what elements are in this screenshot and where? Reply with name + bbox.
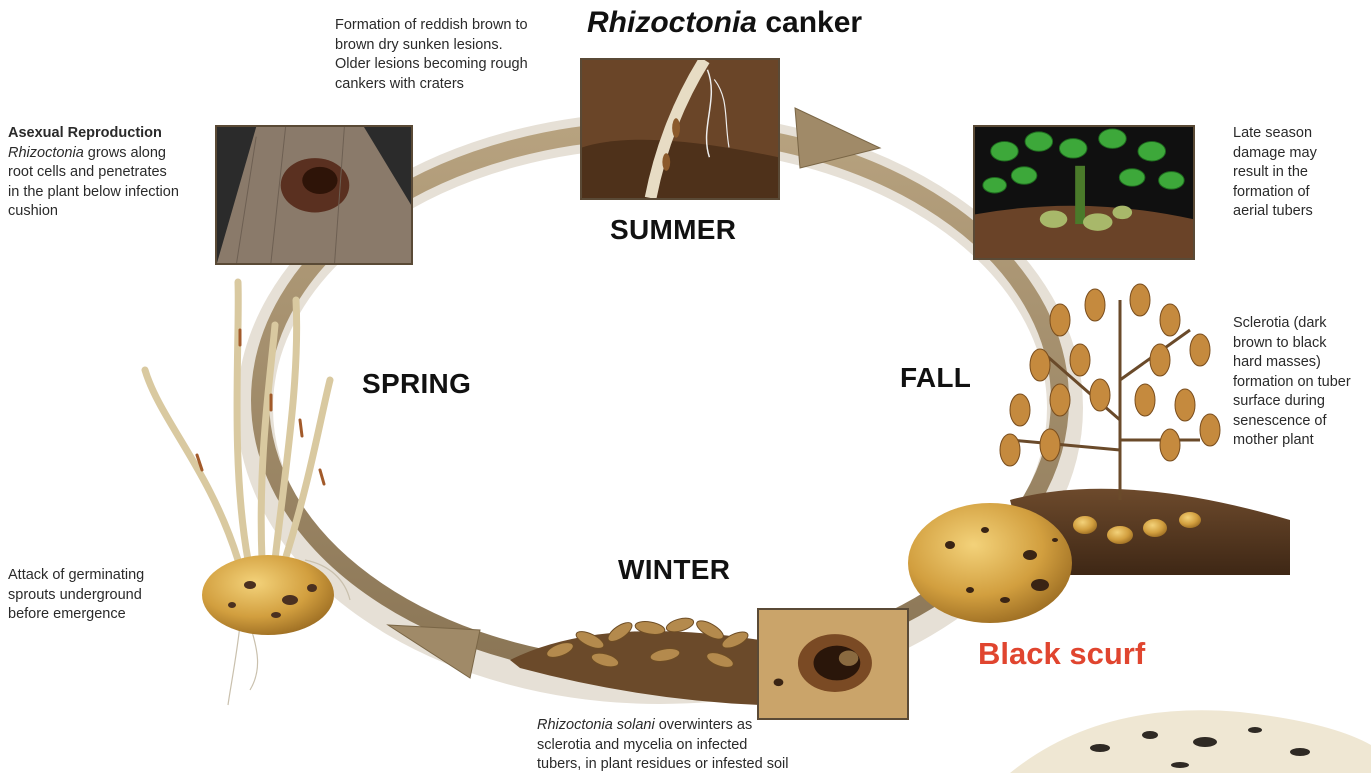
asexual-note-line: cushion: [8, 202, 179, 222]
late-season-note-line: formation of: [1233, 183, 1317, 203]
winter-note: Rhizoctonia solani overwinters as sclero…: [537, 716, 788, 775]
title-genus: Rhizoctonia: [587, 6, 757, 39]
late-season-note-line: result in the: [1233, 163, 1317, 183]
title-rest: canker: [757, 6, 862, 39]
spring-note-line: Attack of germinating: [8, 566, 144, 586]
black-scurf-closeup-photo: [757, 608, 909, 720]
season-summer-label: SUMMER: [610, 214, 736, 246]
asexual-stem-photo: [215, 125, 413, 265]
late-season-note-line: Late season: [1233, 124, 1317, 144]
arrow-head-winter: [388, 625, 480, 678]
canker-stem-photo: [580, 58, 780, 200]
asexual-note-heading: Asexual Reproduction: [8, 125, 162, 141]
winter-note-line: overwinters as: [655, 717, 753, 733]
winter-note-line: tubers, in plant residues or infested so…: [537, 755, 788, 775]
sclerotia-note-line: surface during: [1233, 392, 1351, 412]
asexual-note-line: root cells and penetrates: [8, 163, 179, 183]
summer-note-line: brown dry sunken lesions.: [335, 36, 528, 56]
summer-note-line: cankers with craters: [335, 75, 528, 95]
diagram-title: Rhizoctonia canker: [587, 6, 862, 40]
summer-note: Formation of reddish brown to brown dry …: [335, 16, 528, 94]
sclerotia-note: Sclerotia (dark brown to black hard mass…: [1233, 314, 1351, 451]
asexual-note: Asexual Reproduction Rhizoctonia grows a…: [8, 124, 179, 222]
spring-note: Attack of germinating sprouts undergroun…: [8, 566, 144, 625]
late-season-note-line: damage may: [1233, 144, 1317, 164]
winter-note-species: Rhizoctonia solani: [537, 717, 655, 733]
season-fall-label: FALL: [900, 362, 971, 394]
sclerotia-note-line: mother plant: [1233, 431, 1351, 451]
sclerotia-note-line: formation on tuber: [1233, 373, 1351, 393]
late-season-note-line: aerial tubers: [1233, 202, 1317, 222]
aerial-tubers-photo: [973, 125, 1195, 260]
spring-note-line: sprouts underground: [8, 586, 144, 606]
tuber-closeup-illustration: [1010, 710, 1371, 773]
black-scurf-label: Black scurf: [978, 636, 1145, 672]
summer-note-line: Formation of reddish brown to: [335, 16, 528, 36]
spring-note-line: before emergence: [8, 605, 144, 625]
asexual-note-line: grows along: [84, 145, 166, 161]
asexual-note-line: in the plant below infection: [8, 183, 179, 203]
sclerotia-note-line: Sclerotia (dark: [1233, 314, 1351, 334]
sclerotia-note-line: senescence of: [1233, 412, 1351, 432]
asexual-note-genus: Rhizoctonia: [8, 145, 84, 161]
late-season-note: Late season damage may result in the for…: [1233, 124, 1317, 222]
sclerotia-note-line: hard masses): [1233, 353, 1351, 373]
sclerotia-note-line: brown to black: [1233, 334, 1351, 354]
summer-note-line: Older lesions becoming rough: [335, 55, 528, 75]
season-winter-label: WINTER: [618, 554, 730, 586]
winter-note-line: sclerotia and mycelia on infected: [537, 736, 788, 756]
season-spring-label: SPRING: [362, 368, 471, 400]
